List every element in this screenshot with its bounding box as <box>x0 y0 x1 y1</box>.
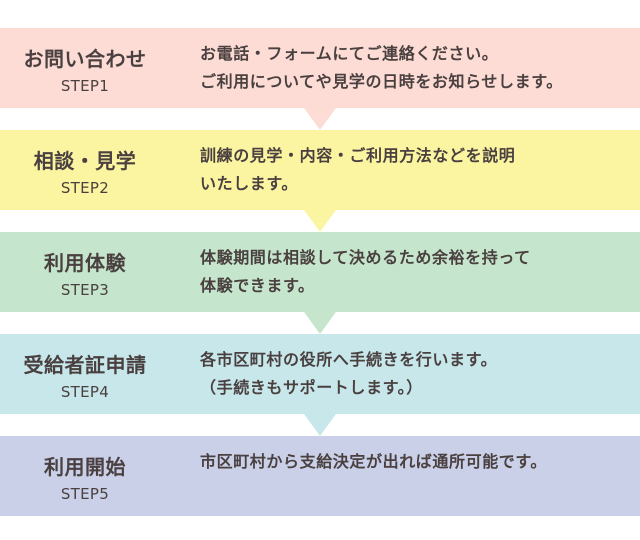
step-title: 受給者証申請 <box>23 353 147 377</box>
step-4: 受給者証申請 STEP4 各市区町村の役所へ手続きを行います。 （手続きもサポー… <box>0 334 640 436</box>
step-number: STEP4 <box>60 383 110 401</box>
step-2: 相談・見学 STEP2 訓練の見学・内容・ご利用方法などを説明 いたします。 <box>0 130 640 232</box>
step-description-line: いたします。 <box>200 174 299 193</box>
step-title: お問い合わせ <box>23 47 147 71</box>
step-description: お電話・フォームにてご連絡ください。 ご利用についてや見学の日時をお知らせします… <box>200 40 638 96</box>
down-arrow-icon <box>304 108 336 130</box>
down-arrow-icon <box>304 210 336 232</box>
step-number: STEP2 <box>60 179 110 197</box>
step-3: 利用体験 STEP3 体験期間は相談して決めるため余裕を持って 体験できます。 <box>0 232 640 334</box>
step-head: お問い合わせ STEP1 <box>0 28 170 108</box>
step-description: 市区町村から支給決定が出れば通所可能です。 <box>200 448 638 476</box>
step-head: 利用体験 STEP3 <box>0 232 170 312</box>
step-description-line: お電話・フォームにてご連絡ください。 <box>200 44 499 63</box>
step-description-line: （手続きもサポートします。） <box>200 378 423 397</box>
step-head: 相談・見学 STEP2 <box>0 130 170 210</box>
down-arrow-icon <box>304 414 336 436</box>
step-title: 利用開始 <box>44 455 126 479</box>
step-description-line: 各市区町村の役所へ手続きを行います。 <box>200 350 498 369</box>
step-description-line: 市区町村から支給決定が出れば通所可能です。 <box>200 452 548 471</box>
step-description: 各市区町村の役所へ手続きを行います。 （手続きもサポートします。） <box>200 346 638 402</box>
down-arrow-icon <box>304 312 336 334</box>
step-description: 訓練の見学・内容・ご利用方法などを説明 いたします。 <box>200 142 638 198</box>
step-head: 利用開始 STEP5 <box>0 436 170 516</box>
step-description-line: ご利用についてや見学の日時をお知らせします。 <box>200 72 563 91</box>
step-title: 利用体験 <box>44 251 126 275</box>
step-description-line: 体験期間は相談して決めるため余裕を持って <box>200 248 531 267</box>
step-description-line: 訓練の見学・内容・ご利用方法などを説明 <box>200 146 516 165</box>
step-5: 利用開始 STEP5 市区町村から支給決定が出れば通所可能です。 <box>0 436 640 516</box>
step-description-line: 体験できます。 <box>200 276 315 295</box>
step-title: 相談・見学 <box>33 149 137 173</box>
step-number: STEP1 <box>60 77 110 95</box>
step-head: 受給者証申請 STEP4 <box>0 334 170 414</box>
step-number: STEP5 <box>60 485 110 503</box>
step-1: お問い合わせ STEP1 お電話・フォームにてご連絡ください。 ご利用についてや… <box>0 28 640 130</box>
step-description: 体験期間は相談して決めるため余裕を持って 体験できます。 <box>200 244 638 300</box>
step-number: STEP3 <box>60 281 110 299</box>
